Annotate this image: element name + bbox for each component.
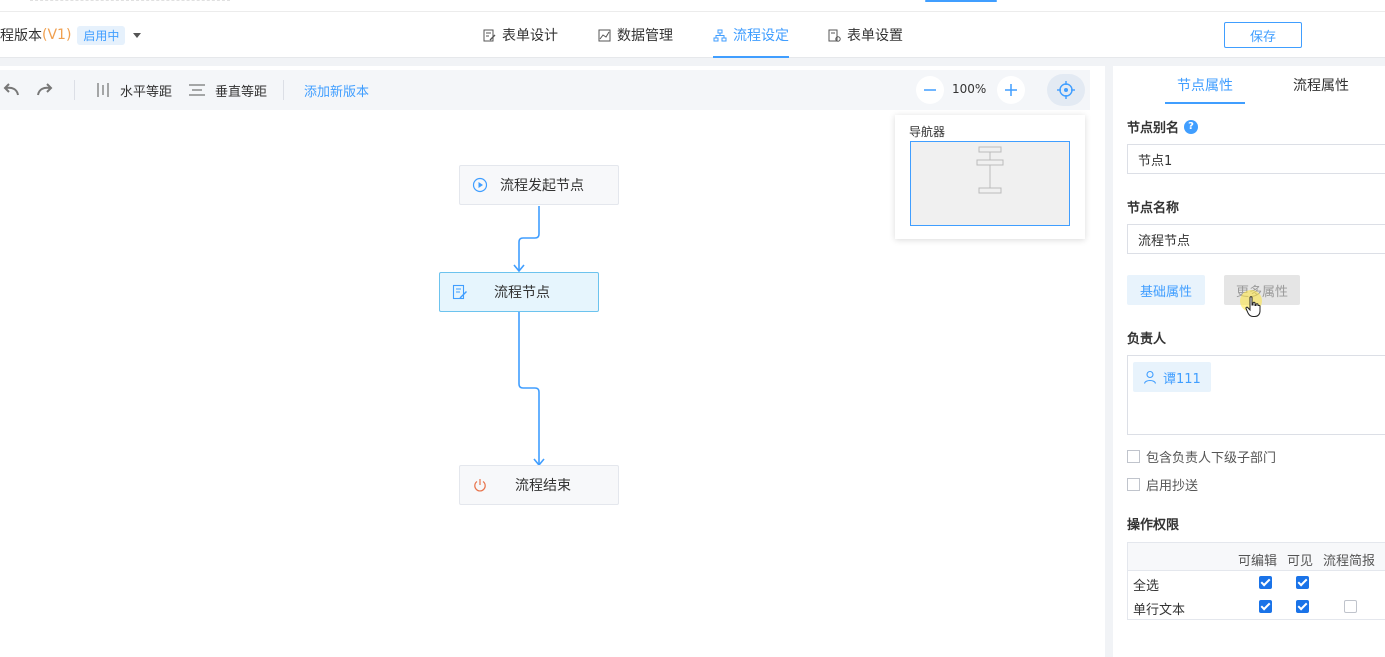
- version-title: 程版本: [0, 28, 42, 44]
- flow-icon: [713, 29, 727, 41]
- editable-checkbox[interactable]: [1259, 576, 1272, 589]
- vertical-distribute-button[interactable]: 垂直等距: [189, 70, 267, 110]
- tab-label: 流程设定: [733, 28, 789, 44]
- redo-icon: [37, 83, 53, 96]
- assignee-name: 谭111: [1163, 371, 1201, 387]
- tab-form-design[interactable]: 表单设计: [483, 12, 558, 58]
- top-pill: [925, 0, 997, 2]
- status-badge: 启用中: [77, 25, 126, 45]
- col-brief: 流程简报: [1323, 554, 1376, 569]
- table-row: 全选: [1128, 571, 1385, 595]
- table-row: 单行文本: [1128, 595, 1385, 619]
- tab-label: 流程属性: [1293, 78, 1349, 94]
- zoom-level: 100%: [952, 82, 987, 96]
- visible-checkbox[interactable]: [1296, 576, 1309, 589]
- properties-panel: 节点属性 流程属性 节点别名 ? 节点1 节点名称 流程节点 基础属性 更多属性…: [1113, 66, 1385, 657]
- hand-cursor-icon: [1245, 296, 1261, 317]
- permissions-table: 可编辑 可见 流程简报 全选 单行文本: [1127, 542, 1385, 620]
- top-dashed-line: [30, 0, 230, 2]
- flow-node-start[interactable]: 流程发起节点: [459, 165, 619, 205]
- redo-button[interactable]: [36, 70, 54, 110]
- locate-button[interactable]: [1047, 74, 1085, 106]
- col-visible: 可见: [1287, 554, 1314, 569]
- edit-doc-icon: [452, 284, 467, 300]
- help-icon[interactable]: ?: [1184, 119, 1199, 134]
- flow-node-label: 流程节点: [494, 285, 550, 301]
- alias-label: 节点别名 ?: [1127, 117, 1199, 136]
- tab-flow-settings[interactable]: 流程设定: [713, 12, 789, 58]
- tab-flow-properties[interactable]: 流程属性: [1281, 66, 1361, 104]
- enable-cc-checkbox[interactable]: 启用抄送: [1127, 475, 1198, 494]
- version-number: (V1): [42, 27, 72, 43]
- navigator-panel: 导航器: [895, 115, 1085, 239]
- flow-node-process[interactable]: 流程节点: [439, 272, 599, 312]
- zoom-in-button[interactable]: [997, 76, 1025, 104]
- play-circle-icon: [472, 177, 488, 193]
- checkbox[interactable]: [1127, 450, 1140, 463]
- alias-label-text: 节点别名: [1127, 121, 1180, 136]
- visible-checkbox[interactable]: [1296, 600, 1309, 613]
- include-sub-dept-checkbox[interactable]: 包含负责人下级子部门: [1127, 447, 1276, 466]
- checkbox[interactable]: [1127, 478, 1140, 491]
- save-button[interactable]: 保存: [1224, 22, 1302, 48]
- permissions-label: 操作权限: [1127, 518, 1180, 533]
- add-version-link[interactable]: 添加新版本: [304, 84, 370, 100]
- header-bar: 程版本 (V1) 启用中 表单设计 数据管理 流程设定: [0, 12, 1385, 58]
- flow-node-label: 流程结束: [515, 478, 571, 494]
- flow-node-end[interactable]: 流程结束: [459, 465, 619, 505]
- editable-checkbox[interactable]: [1259, 600, 1272, 613]
- toolbar-divider: [283, 80, 284, 100]
- form-edit-icon: [483, 29, 496, 41]
- toolbar-divider: [74, 80, 75, 100]
- flow-node-label: 流程发起节点: [500, 178, 584, 194]
- row-label: 单行文本: [1133, 603, 1186, 618]
- assignee-box[interactable]: 谭111: [1127, 355, 1385, 435]
- enable-cc-label: 启用抄送: [1146, 479, 1199, 494]
- settings-doc-icon: [828, 29, 841, 42]
- tab-label: 数据管理: [617, 28, 673, 44]
- row-label: 全选: [1133, 579, 1160, 594]
- name-label: 节点名称: [1127, 201, 1180, 216]
- horizontal-distribute-button[interactable]: 水平等距: [96, 70, 172, 110]
- zoom-out-button[interactable]: [916, 76, 944, 104]
- permissions-header: 可编辑 可见 流程简报: [1128, 543, 1385, 571]
- tab-data-management[interactable]: 数据管理: [598, 12, 673, 58]
- tab-node-properties[interactable]: 节点属性: [1165, 66, 1245, 104]
- horizontal-distribute-icon: [97, 83, 109, 97]
- navigator-title: 导航器: [909, 125, 946, 139]
- navigator-viewport[interactable]: [910, 141, 1070, 226]
- tab-form-settings[interactable]: 表单设置: [828, 12, 903, 58]
- top-strip: [0, 0, 1385, 12]
- undo-button[interactable]: [2, 70, 20, 110]
- undo-icon: [3, 83, 19, 96]
- tab-label: 节点属性: [1177, 78, 1233, 94]
- name-input[interactable]: 流程节点: [1127, 224, 1385, 254]
- chevron-down-icon[interactable]: [133, 32, 142, 38]
- assignee-label: 负责人: [1127, 332, 1167, 347]
- crosshair-icon: [1057, 81, 1075, 99]
- user-icon: [1143, 370, 1157, 384]
- chart-icon: [598, 29, 611, 41]
- plus-icon: [1005, 84, 1017, 96]
- flow-connectors: [513, 206, 545, 467]
- include-sub-dept-label: 包含负责人下级子部门: [1146, 451, 1277, 466]
- alias-input[interactable]: 节点1: [1127, 144, 1385, 174]
- minus-icon: [924, 89, 936, 91]
- canvas-toolbar: 水平等距 垂直等距 添加新版本 100%: [0, 70, 1090, 110]
- navigator-minimap: [976, 146, 1004, 194]
- brief-checkbox[interactable]: [1344, 600, 1357, 613]
- version-selector[interactable]: 程版本 (V1) 启用中: [0, 25, 142, 45]
- tab-label: 表单设置: [847, 28, 903, 44]
- col-editable: 可编辑: [1238, 554, 1278, 569]
- vertical-distribute-icon: [189, 84, 205, 96]
- flow-canvas[interactable]: 水平等距 垂直等距 添加新版本 100%: [0, 66, 1105, 657]
- more-properties-button[interactable]: 更多属性: [1224, 275, 1300, 305]
- power-icon: [474, 479, 486, 492]
- tab-label: 表单设计: [502, 28, 558, 44]
- panel-divider: [1105, 66, 1113, 657]
- vertical-distribute-label: 垂直等距: [215, 84, 268, 100]
- assignee-tag[interactable]: 谭111: [1133, 362, 1211, 392]
- horizontal-distribute-label: 水平等距: [120, 84, 173, 100]
- basic-properties-button[interactable]: 基础属性: [1127, 275, 1205, 305]
